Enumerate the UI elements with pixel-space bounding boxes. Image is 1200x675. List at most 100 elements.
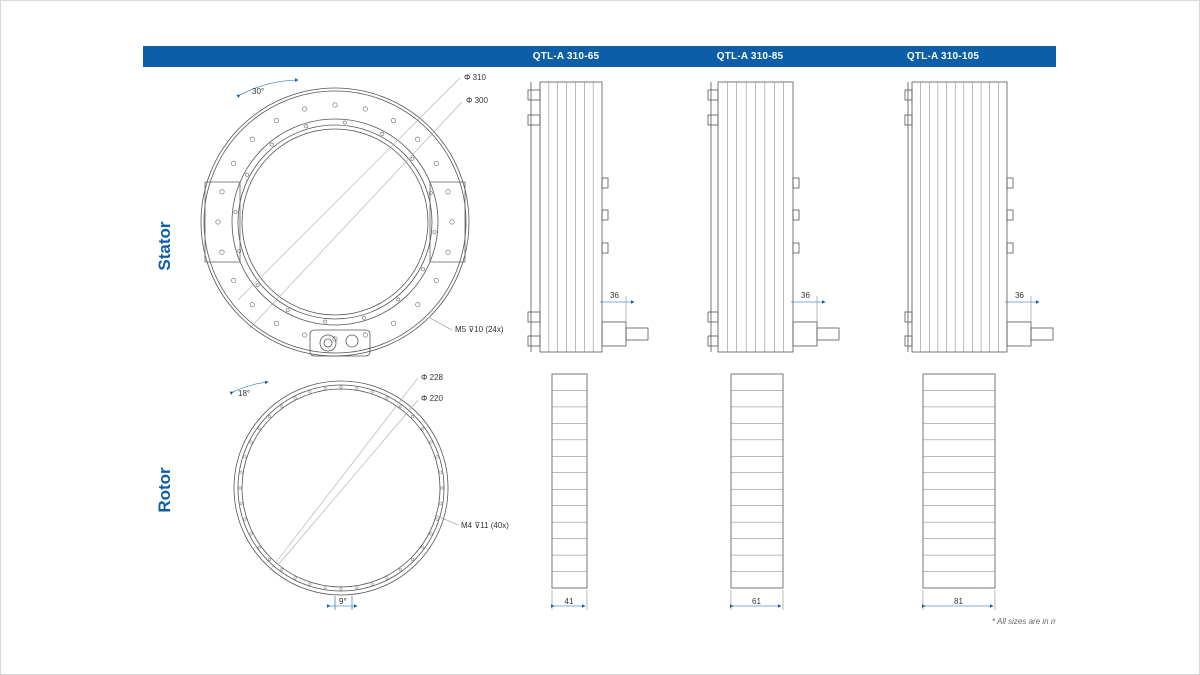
stator-bolt-hole bbox=[433, 277, 439, 283]
side-view-right-tab bbox=[1006, 209, 1014, 221]
side-view-width-label: 36 bbox=[610, 291, 619, 300]
stator-bolt-hole bbox=[332, 336, 338, 342]
rotor-side-dimension bbox=[730, 590, 784, 610]
side-view-cable bbox=[625, 327, 649, 341]
stator-inner-hole bbox=[428, 191, 433, 196]
stator-bolt-hole bbox=[445, 249, 451, 255]
side-view-tab bbox=[904, 335, 913, 347]
rotor-bolt-hole bbox=[293, 576, 297, 580]
side-view-2 bbox=[707, 81, 840, 353]
rotor-bolt-hole bbox=[410, 415, 414, 419]
side-view-3 bbox=[904, 81, 1054, 353]
model-title-310-65: QTL-A 310-65 bbox=[532, 51, 600, 62]
side-view-right-tab bbox=[792, 209, 800, 221]
rotor-bolt-hole bbox=[339, 385, 343, 389]
rotor-bolt-hole bbox=[421, 545, 425, 549]
rotor-bolt-hole bbox=[440, 486, 444, 490]
stator-inner-hole bbox=[361, 315, 366, 320]
rotor-bolt-hole bbox=[370, 390, 374, 394]
stator-bolt-hole bbox=[302, 332, 308, 338]
stator-outer-diameter-label: Φ 310 bbox=[464, 73, 487, 82]
stator-inner-hole bbox=[237, 248, 242, 253]
rotor-bolt-hole bbox=[398, 404, 402, 408]
rotor-bolt-hole bbox=[439, 470, 443, 474]
rotor-bolt-hole bbox=[323, 386, 327, 390]
stator-inner-hole bbox=[432, 230, 437, 234]
stator-bolt-hole bbox=[302, 106, 308, 112]
stator-inner-hole bbox=[304, 124, 309, 129]
rotor-bolt-hole bbox=[257, 545, 261, 549]
stator-inner-hole bbox=[285, 308, 290, 313]
stator-bolt-holes bbox=[215, 102, 455, 342]
rotor-bolt-hole bbox=[280, 404, 284, 408]
side-view-width-label: 36 bbox=[801, 291, 810, 300]
side-view-right-tab bbox=[792, 177, 800, 189]
rotor-holes-label: M4 ⊽11 (40x) bbox=[461, 521, 509, 530]
rotor-bolt-hole bbox=[268, 415, 272, 419]
side-view-right-tab bbox=[1006, 242, 1014, 254]
side-view-1 bbox=[527, 81, 649, 353]
rotor-inner-diameter-label: Φ 220 bbox=[421, 394, 444, 403]
side-view-connector bbox=[601, 321, 627, 347]
stator-inner-hole bbox=[396, 297, 401, 302]
stator-bolt-hole bbox=[445, 189, 451, 195]
stator-holes-label: M5 ⊽10 (24x) bbox=[455, 325, 504, 334]
side-view-tab bbox=[527, 114, 541, 126]
side-view-tab bbox=[527, 335, 541, 347]
stator-inner-hole bbox=[421, 267, 426, 272]
stator-bolt-hole bbox=[249, 136, 255, 142]
stator-inner-hole bbox=[410, 156, 415, 161]
side-view-tab bbox=[707, 114, 719, 126]
stator-bolt-hole bbox=[215, 219, 221, 225]
rotor-outer-diameter-label: Φ 228 bbox=[421, 373, 444, 382]
side-view-right-tab bbox=[792, 242, 800, 254]
stator-side-views: 36 36 36 bbox=[527, 81, 1054, 353]
rotor-bolt-hole bbox=[429, 532, 433, 536]
stator-bolt-hole bbox=[273, 320, 279, 326]
side-view-body bbox=[539, 81, 603, 353]
side-view-cable bbox=[1030, 327, 1054, 341]
stator-inner-hole bbox=[255, 283, 260, 288]
stator-bolt-hole bbox=[219, 249, 225, 255]
stator-bolt-hole bbox=[433, 161, 439, 167]
side-view-tab bbox=[527, 311, 541, 323]
side-view-tab bbox=[707, 311, 719, 323]
stator-inner-hole bbox=[244, 172, 249, 177]
stator-bolt-hole bbox=[231, 277, 237, 283]
rotor-bolt-hole bbox=[239, 470, 243, 474]
side-view-right-tab bbox=[601, 242, 609, 254]
rotor-side-body bbox=[922, 373, 996, 589]
side-view-tab bbox=[707, 335, 719, 347]
side-view-dimension bbox=[791, 296, 826, 322]
side-view-cable bbox=[816, 327, 840, 341]
rotor-bolt-hole bbox=[385, 396, 389, 400]
stator-inner-hole bbox=[233, 210, 238, 214]
side-view-dimension bbox=[1005, 296, 1040, 322]
stator-inner-hole bbox=[380, 131, 385, 136]
rotor-bolt-hole bbox=[268, 557, 272, 561]
side-view-tab bbox=[904, 311, 913, 323]
model-title-310-85: QTL-A 310-85 bbox=[716, 51, 784, 62]
rotor-side-width-label: 81 bbox=[954, 597, 963, 606]
stator-inner-hole bbox=[323, 319, 327, 324]
stator-bolt-hole bbox=[362, 106, 368, 112]
rotor-side-view-2 bbox=[730, 373, 784, 589]
rotor-side-dimension bbox=[551, 590, 588, 610]
rotor-bolt-hole bbox=[249, 440, 253, 444]
side-view-right-tab bbox=[601, 209, 609, 221]
side-view-right-tab bbox=[1006, 177, 1014, 189]
rotor-bolt-hole bbox=[293, 396, 297, 400]
stator-bolt-hole bbox=[449, 219, 455, 225]
stator-inner-hole bbox=[269, 142, 274, 147]
model-title-310-105: QTL-A 310-105 bbox=[906, 51, 980, 62]
side-view-width-label: 36 bbox=[1015, 291, 1024, 300]
side-view-tab bbox=[904, 89, 913, 101]
side-view-tab bbox=[707, 89, 719, 101]
stator-bolt-hole bbox=[415, 302, 421, 308]
rotor-bolt-holes bbox=[238, 385, 444, 591]
stator-bolt-hole bbox=[273, 118, 279, 124]
rotor-bolt-hole bbox=[243, 455, 247, 459]
rotor-bolt-hole bbox=[249, 532, 253, 536]
rotor-side-body bbox=[730, 373, 784, 589]
rotor-bolt-hole bbox=[355, 586, 359, 590]
